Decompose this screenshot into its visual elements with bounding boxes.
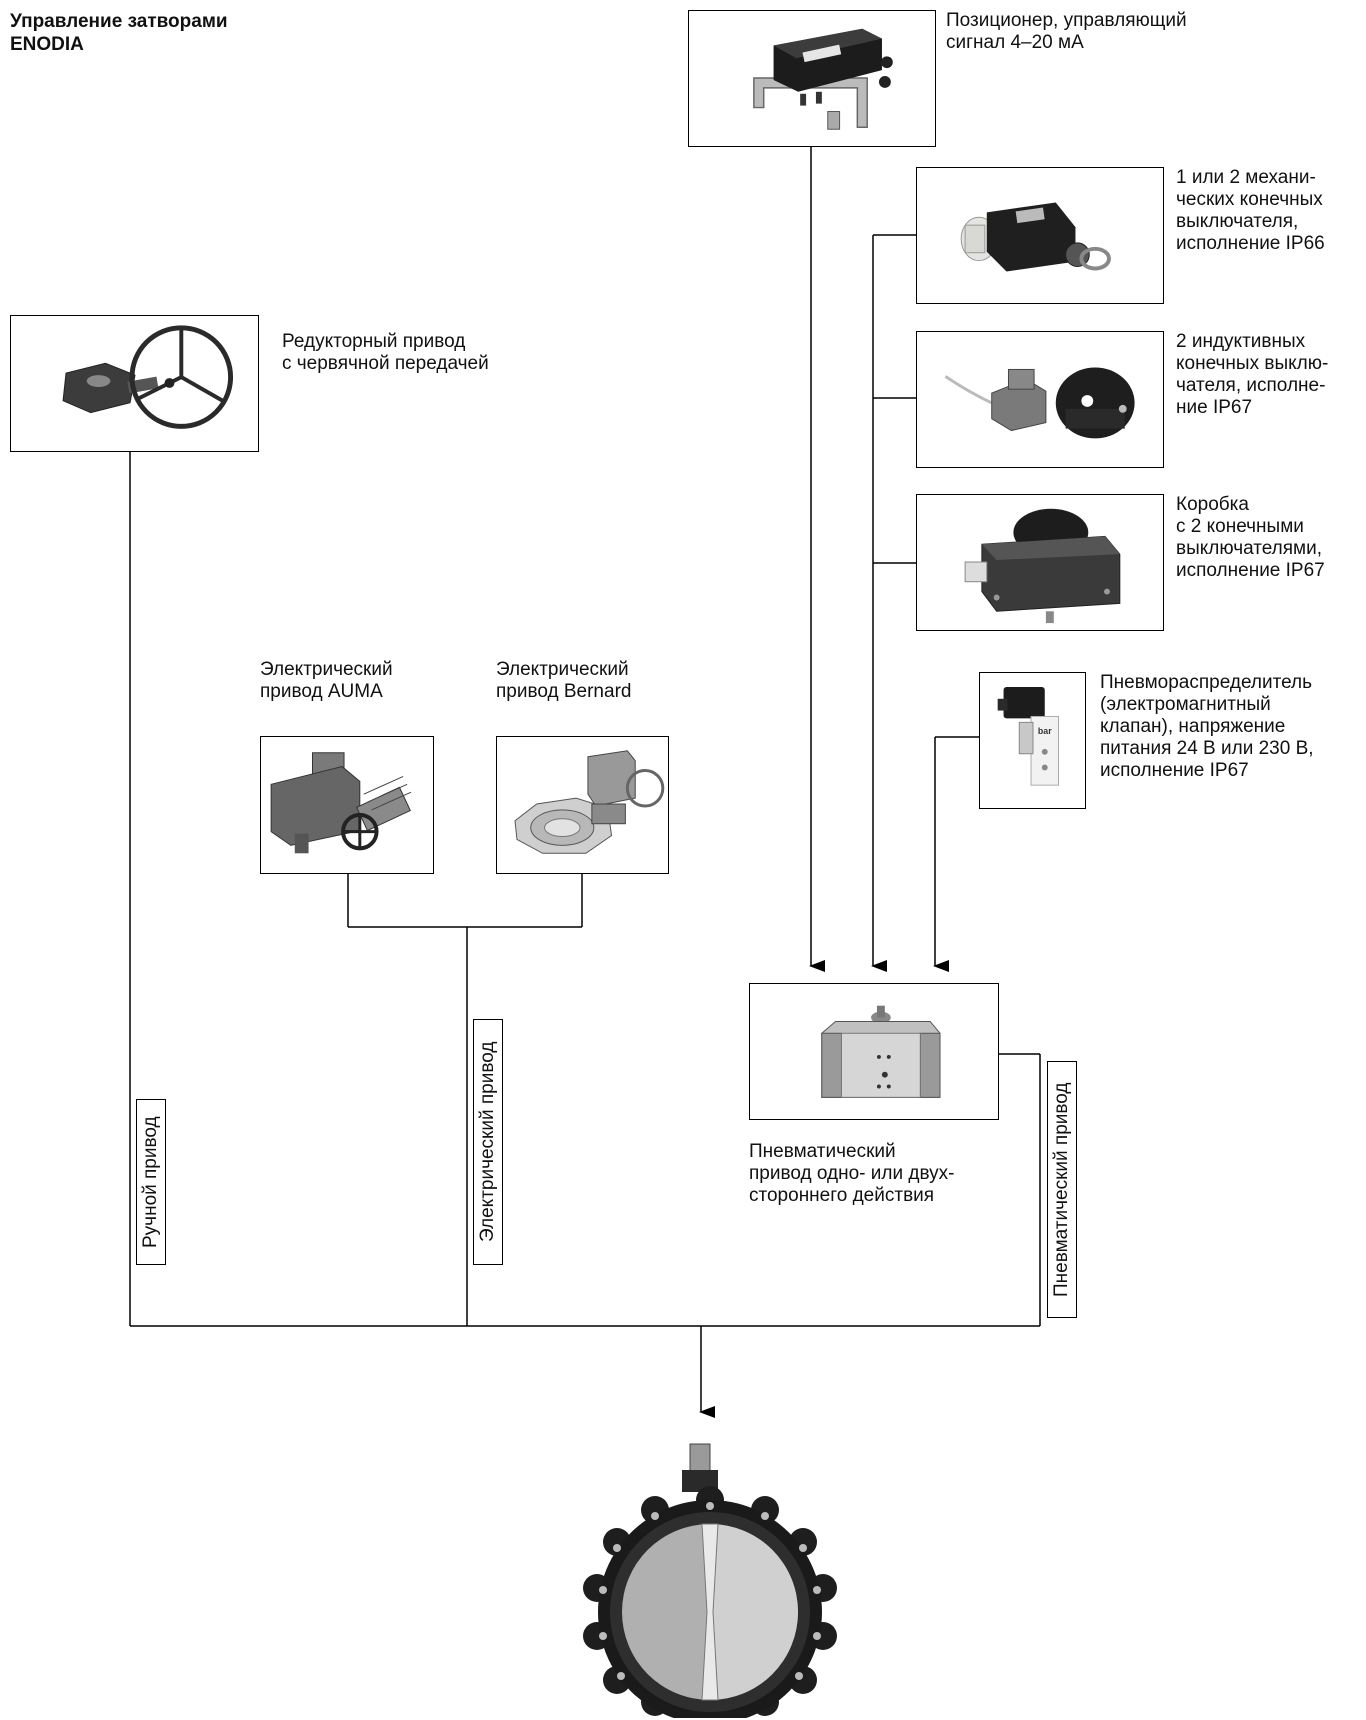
inductive-switches-box — [916, 331, 1164, 468]
butterfly-valve-image — [583, 1443, 837, 1718]
pneumatic-actuator-box — [749, 983, 999, 1120]
auma-label: Электрический привод AUMA — [260, 659, 393, 702]
pneumatic-drive-label: Пневматический привод — [1047, 1061, 1077, 1318]
mechanical-switches-box — [916, 167, 1164, 304]
positioner-label: Позиционер, управляющий сигнал 4–20 мА — [946, 10, 1187, 53]
bernard-actuator-image — [514, 750, 665, 854]
diagram-title: Управление затворами ENODIA — [10, 11, 228, 55]
switch-box-label: Коробка с 2 конечными выключателями, исп… — [1176, 494, 1325, 581]
bernard-box — [496, 736, 669, 874]
bar-logo: bar — [1038, 726, 1052, 736]
positioner-image — [753, 28, 893, 130]
manual-drive-label: Ручной привод — [136, 1099, 166, 1265]
switch-box-box — [916, 494, 1164, 631]
auma-actuator-image — [270, 752, 412, 854]
auma-box — [260, 736, 434, 874]
mechanical-switches-label: 1 или 2 механи- ческих конечных выключат… — [1176, 167, 1325, 254]
switch-box-image — [964, 508, 1121, 624]
electric-drive-label: Электрический привод — [473, 1019, 503, 1265]
mechanical-switch-image — [960, 202, 1111, 272]
solenoid-valve-label: Пневмораспределитель (электромагнитный к… — [1100, 672, 1314, 781]
gearbox-box — [10, 315, 259, 452]
inductive-switches-label: 2 индуктивных конечных выклю- чателя, ис… — [1176, 331, 1329, 418]
solenoid-valve-box: bar — [979, 672, 1086, 809]
pneumatic-actuator-label: Пневматический привод одно- или двух- ст… — [749, 1141, 955, 1206]
inductive-switch-image — [944, 367, 1135, 439]
gearbox-image — [62, 325, 234, 429]
pneumatic-actuator-image — [821, 1005, 941, 1098]
solenoid-valve-image: bar — [997, 687, 1059, 786]
bernard-label: Электрический привод Bernard — [496, 659, 632, 702]
gearbox-label: Редукторный привод с червячной передачей — [282, 331, 489, 374]
positioner-box — [688, 10, 936, 147]
